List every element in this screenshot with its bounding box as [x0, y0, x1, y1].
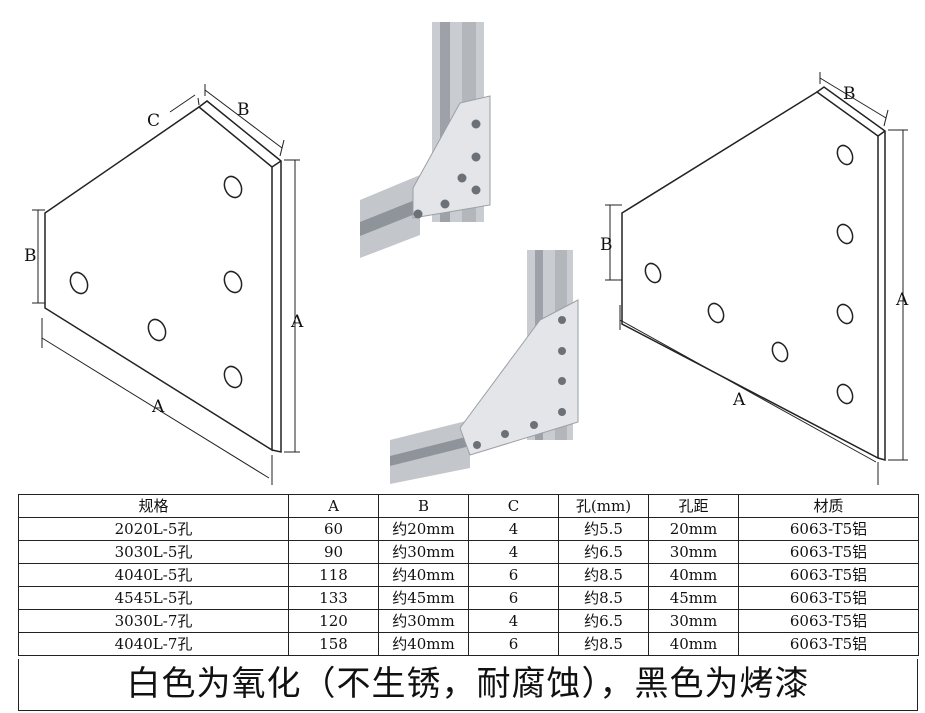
cell-hole-spacing: 40mm: [648, 563, 739, 587]
table-row: 4040L-7孔 158 约40mm 6 约8.5 40mm 6063-T5铝: [18, 632, 919, 656]
cell-c: 4: [468, 540, 559, 564]
cell-hole-spacing: 30mm: [648, 540, 739, 564]
cell-hole: 约8.5: [558, 632, 649, 656]
left-dim-b-side: B: [24, 246, 37, 266]
col-header-spec: 规格: [18, 494, 289, 518]
table-row: 2020L-5孔 60 约20mm 4 约5.5 20mm 6063-T5铝: [18, 517, 919, 541]
cell-hole: 约5.5: [558, 517, 649, 541]
cell-a: 60: [288, 517, 379, 541]
cell-spec: 4040L-7孔: [18, 632, 289, 656]
cell-material: 6063-T5铝: [738, 609, 919, 633]
cell-spec: 3030L-5孔: [18, 540, 289, 564]
cell-c: 6: [468, 563, 559, 587]
right-dim-a-side: A: [895, 290, 909, 310]
finish-note: 白色为氧化（不生锈，耐腐蚀），黑色为烤漆: [18, 659, 918, 711]
cell-a: 118: [288, 563, 379, 587]
right-plate-diagram: [605, 72, 908, 485]
col-header-a: A: [288, 494, 379, 518]
cell-hole: 约6.5: [558, 609, 649, 633]
left-dim-c: C: [147, 111, 160, 131]
right-dim-b-side: B: [600, 235, 613, 255]
col-header-hole-spacing: 孔距: [648, 494, 739, 518]
cell-a: 158: [288, 632, 379, 656]
cell-c: 6: [468, 632, 559, 656]
cell-material: 6063-T5铝: [738, 540, 919, 564]
left-dim-a-side: A: [290, 312, 304, 332]
bracket-photo-5-hole: [360, 22, 491, 258]
cell-hole-spacing: 20mm: [648, 517, 739, 541]
cell-material: 6063-T5铝: [738, 517, 919, 541]
left-plate-face: [44, 106, 273, 452]
cell-b: 约40mm: [378, 563, 469, 587]
product-drawings: A B B C A: [24, 22, 909, 485]
cell-b: 约30mm: [378, 540, 469, 564]
right-dim-b-top: B: [843, 84, 856, 104]
cell-c: 4: [468, 517, 559, 541]
col-header-hole: 孔(mm): [558, 494, 649, 518]
table-row: 3030L-7孔 120 约30mm 4 约6.5 30mm 6063-T5铝: [18, 609, 919, 633]
left-dim-b-top: B: [237, 100, 250, 120]
cell-a: 120: [288, 609, 379, 633]
table-row: 4040L-5孔 118 约40mm 6 约8.5 40mm 6063-T5铝: [18, 563, 919, 587]
cell-spec: 4545L-5孔: [18, 586, 289, 610]
table-row: 4545L-5孔 133 约45mm 6 约8.5 45mm 6063-T5铝: [18, 586, 919, 610]
right-plate-face: [621, 91, 879, 460]
left-plate-diagram: [32, 84, 300, 485]
cell-material: 6063-T5铝: [738, 586, 919, 610]
cell-b: 约30mm: [378, 609, 469, 633]
spec-table: 规格 A B C 孔(mm) 孔距 材质 2020L-5孔 60 约20mm 4…: [18, 494, 919, 656]
left-dim-a: A: [151, 397, 165, 417]
bracket-photo-7-hole: [390, 250, 579, 484]
cell-spec: 3030L-7孔: [18, 609, 289, 633]
cell-hole: 约8.5: [558, 586, 649, 610]
cell-material: 6063-T5铝: [738, 632, 919, 656]
cell-b: 约40mm: [378, 632, 469, 656]
cell-spec: 4040L-5孔: [18, 563, 289, 587]
cell-b: 约45mm: [378, 586, 469, 610]
cell-hole-spacing: 30mm: [648, 609, 739, 633]
cell-hole-spacing: 40mm: [648, 632, 739, 656]
cell-hole: 约6.5: [558, 540, 649, 564]
cell-c: 6: [468, 586, 559, 610]
cell-a: 90: [288, 540, 379, 564]
table-row: 3030L-5孔 90 约30mm 4 约6.5 30mm 6063-T5铝: [18, 540, 919, 564]
cell-material: 6063-T5铝: [738, 563, 919, 587]
cell-hole: 约8.5: [558, 563, 649, 587]
right-dim-a: A: [732, 390, 746, 410]
cell-a: 133: [288, 586, 379, 610]
cell-hole-spacing: 45mm: [648, 586, 739, 610]
col-header-c: C: [468, 494, 559, 518]
col-header-material: 材质: [738, 494, 919, 518]
table-header-row: 规格 A B C 孔(mm) 孔距 材质: [18, 494, 919, 518]
cell-b: 约20mm: [378, 517, 469, 541]
col-header-b: B: [378, 494, 469, 518]
cell-c: 4: [468, 609, 559, 633]
cell-spec: 2020L-5孔: [18, 517, 289, 541]
